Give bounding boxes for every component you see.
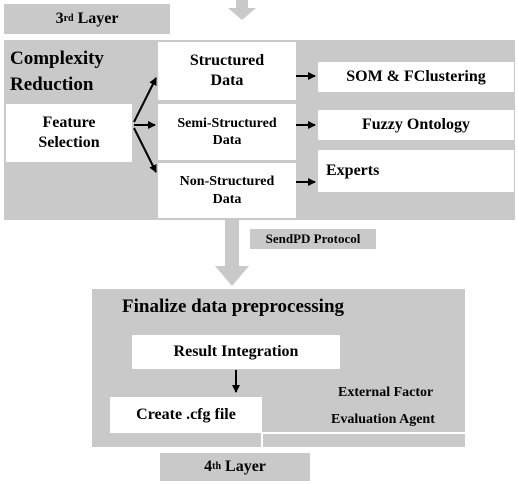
finalize-title-text: Finalize data preprocessing <box>122 296 345 317</box>
layer-transfer-arrow <box>215 220 249 286</box>
feature-selection-line2: Selection <box>38 134 100 151</box>
complexity-title-line2: Reduction <box>10 74 94 95</box>
complexity-title-line1: Complexity <box>10 48 104 69</box>
experts-box: Experts <box>318 150 514 192</box>
evaluation-agent-text: Evaluation Agent <box>331 412 435 427</box>
top-input-arrow <box>228 0 256 20</box>
create-cfg-label: Create .cfg file <box>136 406 236 423</box>
fuzzy-ontology-label: Fuzzy Ontology <box>362 116 470 133</box>
structured-data-box: Structured Data <box>158 42 296 100</box>
feature-selection-box: Feature Selection <box>6 104 132 162</box>
experts-label: Experts <box>326 162 380 179</box>
result-integration-label: Result Integration <box>173 343 299 360</box>
semi-structured-line2: Data <box>212 133 242 148</box>
som-fclustering-box: SOM & FClustering <box>318 62 514 92</box>
complexity-reduction-title: Complexity Reduction <box>10 46 104 98</box>
result-integration-box: Result Integration <box>132 335 340 369</box>
external-factor-label: External Factor <box>338 385 433 401</box>
non-structured-line2: Data <box>212 191 242 207</box>
layer3-word: Layer <box>77 10 119 27</box>
som-fclustering-label: SOM & FClustering <box>346 68 486 85</box>
finalize-title: Finalize data preprocessing <box>122 296 344 318</box>
external-factor-text: External Factor <box>338 385 434 400</box>
sendpd-protocol-text: SendPD Protocol <box>265 231 361 246</box>
semi-structured-line1: Semi-Structured <box>177 115 277 131</box>
semi-structured-data-box: Semi-Structured Data <box>158 104 296 160</box>
structured-data-line2: Data <box>210 72 244 89</box>
feature-selection-line1: Feature <box>42 114 96 131</box>
sendpd-protocol-label: SendPD Protocol <box>250 229 376 249</box>
fuzzy-ontology-box: Fuzzy Ontology <box>318 110 514 140</box>
non-structured-data-box: Non-Structured Data <box>158 163 296 218</box>
structured-data-line1: Structured <box>189 52 265 69</box>
layer3-num: 3 <box>55 10 64 27</box>
create-cfg-box: Create .cfg file <box>110 397 262 433</box>
non-structured-line1: Non-Structured <box>179 174 275 189</box>
evaluation-agent-label: Evaluation Agent <box>331 412 435 428</box>
layer4-word: Layer <box>225 458 266 475</box>
layer4-num: 4 <box>204 458 213 475</box>
